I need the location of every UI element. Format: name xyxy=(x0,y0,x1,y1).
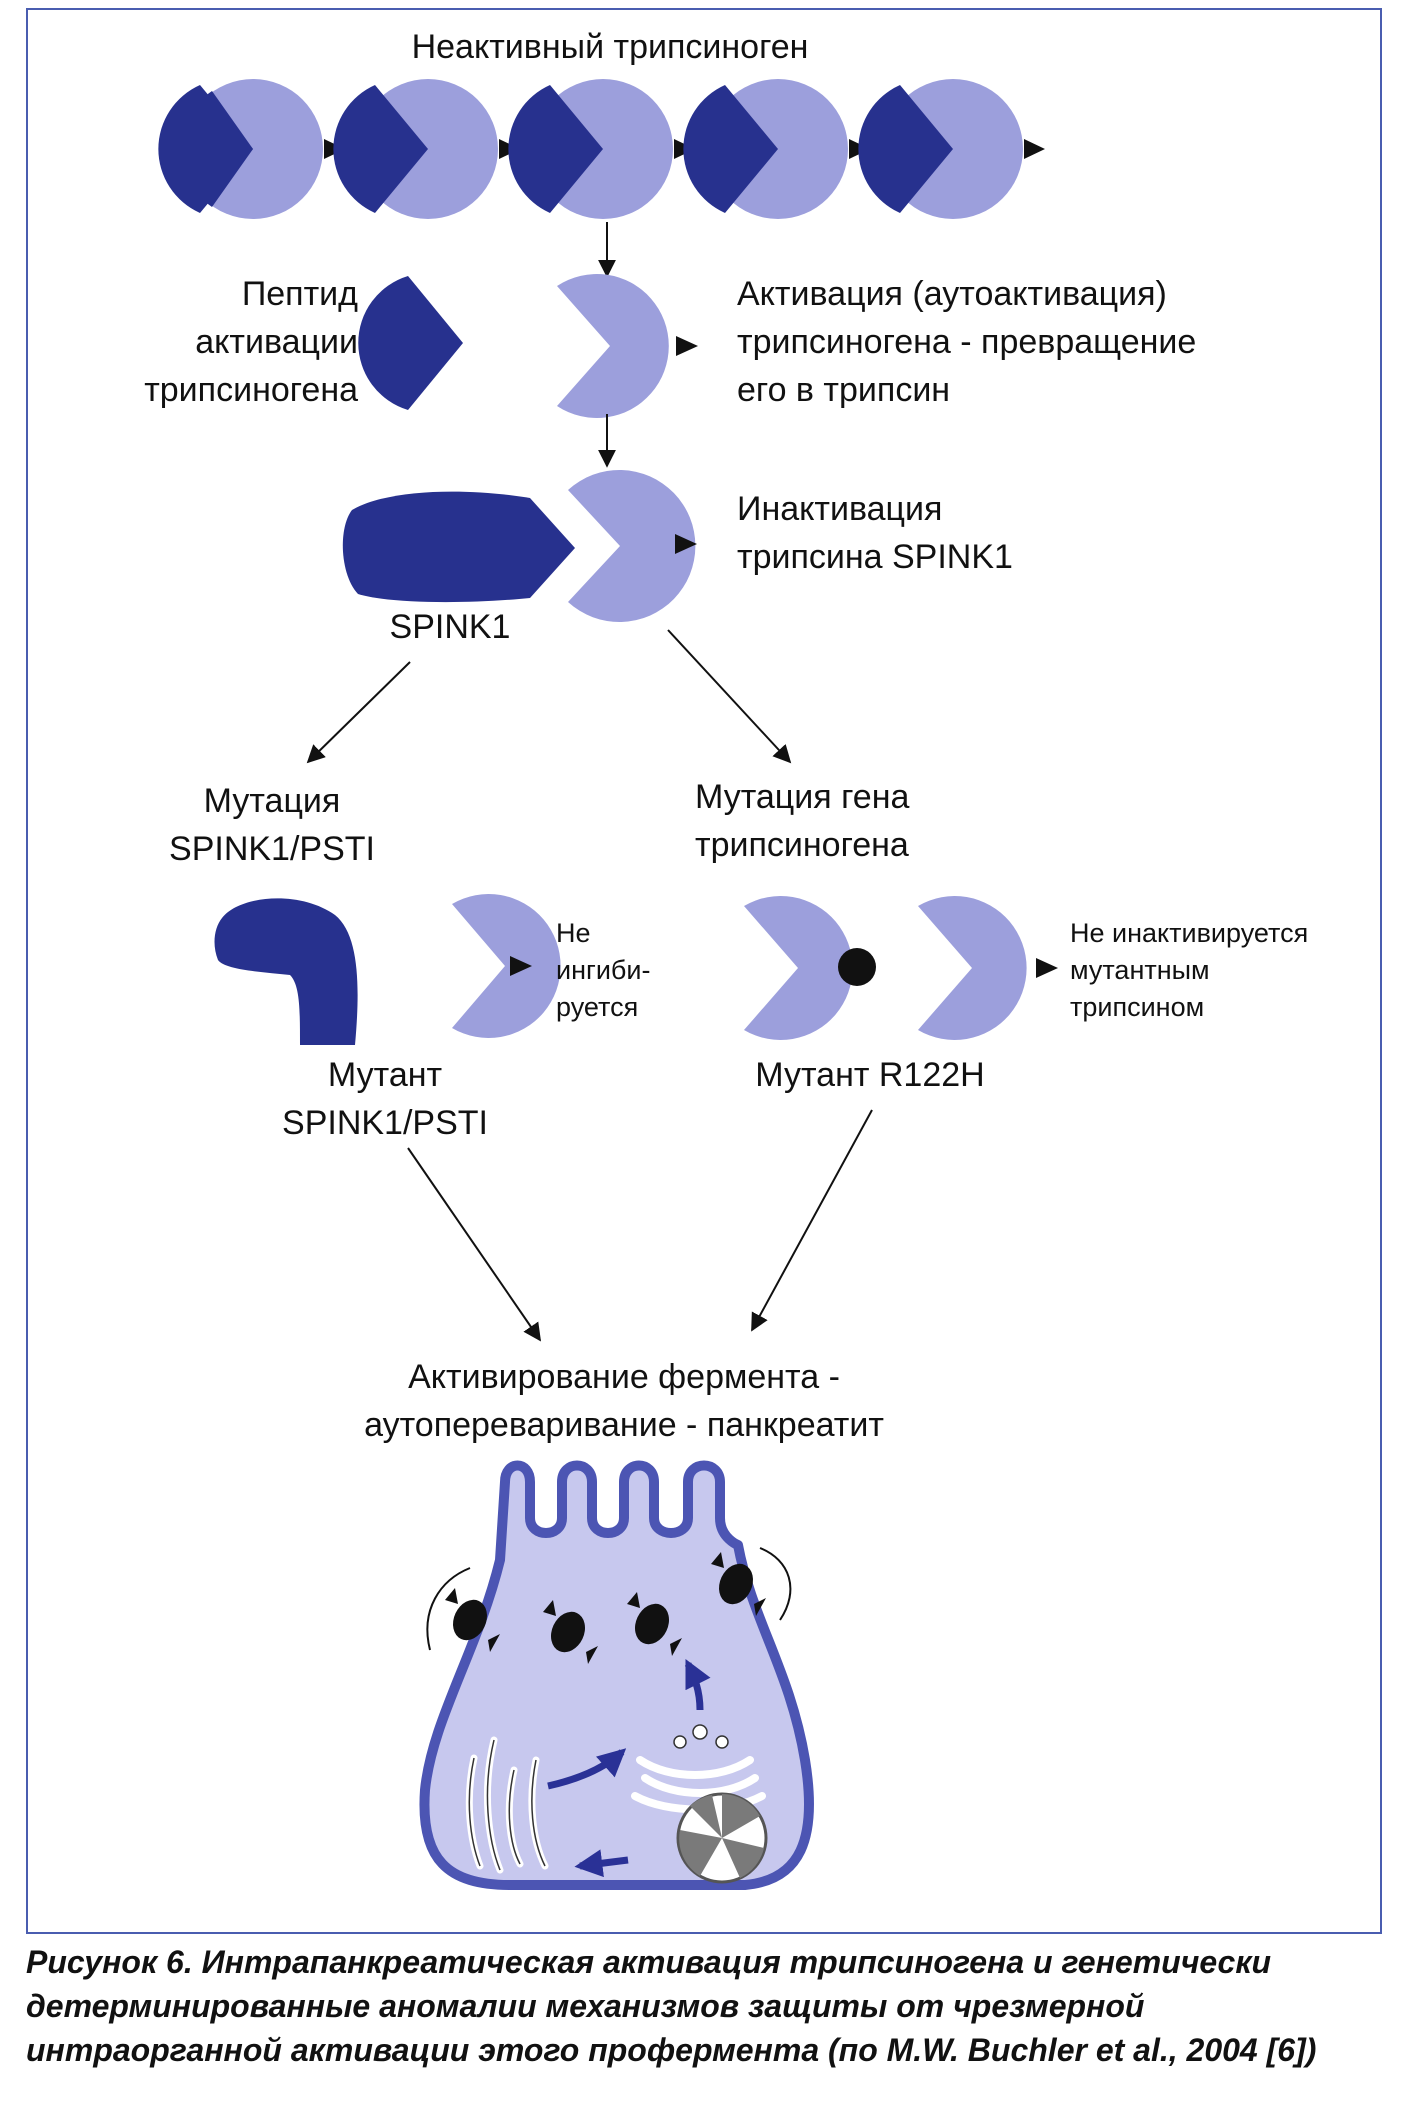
r122h-mutant-trypsin xyxy=(744,896,876,1040)
inactive-trypsinogen-label: Неактивный трипсиноген xyxy=(412,28,809,66)
spink1-inhibitor-shape xyxy=(342,491,575,603)
mutant-spink-label-line2: SPINK1/PSTI xyxy=(282,1104,488,1142)
arrow-spink-to-outcome xyxy=(407,1147,542,1342)
trypsinogen-molecule-4 xyxy=(683,79,870,219)
flow-arrow-nucleus-to-er xyxy=(574,1849,629,1878)
endoplasmic-reticulum-icon xyxy=(465,1736,549,1874)
acinar-cell-illustration xyxy=(419,1460,815,1890)
arrow-to-spink-mutation xyxy=(306,661,411,764)
spink-mutation-label-line2: SPINK1/PSTI xyxy=(169,830,375,868)
peptide-label-line2: активации xyxy=(195,323,358,361)
inactivation-label-line1: Инактивация xyxy=(737,490,942,528)
activation-label-line2: трипсиногена - превращение xyxy=(737,323,1196,361)
wild-trypsin-not-inactivated xyxy=(918,896,1058,1040)
mutant-r122h-label: Мутант R122H xyxy=(755,1056,984,1094)
figure-frame xyxy=(26,8,1382,1934)
trypsinogen-molecule-5 xyxy=(858,79,1045,219)
trypsinogen-molecule-3 xyxy=(508,79,695,219)
outcome-label-line1: Активирование фермента - xyxy=(408,1358,840,1396)
zymogen-granule-icons xyxy=(426,1547,792,1664)
activation-peptide-shape xyxy=(358,276,463,410)
spink-mutation-label-line1: Мутация xyxy=(204,782,341,820)
trypsinogen-activation-diagram: Неактивный трипсиноген Пептид активации … xyxy=(144,28,1308,1890)
trypsinogen-molecule-1 xyxy=(158,79,345,219)
spink1-label: SPINK1 xyxy=(390,608,511,646)
nucleus-icon xyxy=(676,1792,768,1884)
not-inhibited-line3: руется xyxy=(556,992,638,1022)
flow-arrow-er-to-golgi xyxy=(547,1748,627,1790)
mutant-spink-label-line1: Мутант xyxy=(328,1056,442,1094)
not-inhibited-line1: Не xyxy=(556,918,591,948)
not-inactivated-line1: Не инактивируется xyxy=(1070,918,1308,948)
figure-caption: Рисунок 6. Интрапанкреатическая активаци… xyxy=(26,1944,1317,2068)
not-inactivated-line2: мутантным xyxy=(1070,955,1210,985)
inactivation-label-line2: трипсина SPINK1 xyxy=(737,538,1013,576)
uninhibited-trypsin xyxy=(452,894,561,1038)
peptide-label-line3: трипсиногена xyxy=(144,371,358,409)
not-inhibited-line2: ингиби- xyxy=(556,955,650,985)
activation-label-line1: Активация (аутоактивация) xyxy=(737,275,1167,313)
outcome-label-line2: аутопереваривание - панкреатит xyxy=(364,1406,884,1444)
arrow-r122h-to-outcome xyxy=(751,1109,873,1332)
gene-mutation-label-line2: трипсиногена xyxy=(695,826,909,864)
inhibited-trypsin xyxy=(568,470,697,622)
activation-label-line3: его в трипсин xyxy=(737,371,950,409)
trypsinogen-molecule-2 xyxy=(333,79,520,219)
not-inactivated-line3: трипсином xyxy=(1070,992,1204,1022)
activated-trypsin xyxy=(557,273,698,418)
mutant-spink1-shape xyxy=(214,898,358,1045)
arrow-to-gene-mutation xyxy=(667,629,792,764)
gene-mutation-label-line1: Мутация гена xyxy=(695,778,909,816)
flow-arrow-golgi-to-granules xyxy=(684,1658,711,1711)
peptide-label-line1: Пептид xyxy=(242,275,358,313)
